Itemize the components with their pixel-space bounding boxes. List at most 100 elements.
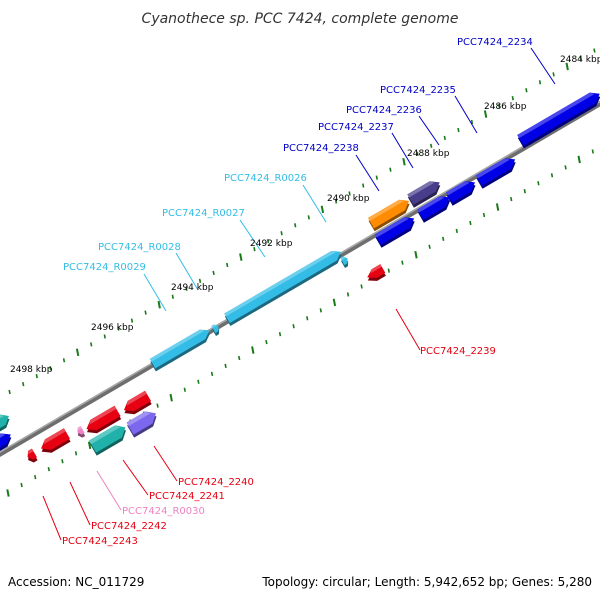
leader-line <box>153 445 178 482</box>
cds-pcc7424-2240 <box>123 390 152 415</box>
tick-mark <box>251 346 255 354</box>
tick-mark <box>306 316 309 321</box>
tick-label: 2492 kbp <box>250 239 293 249</box>
tick-mark <box>47 467 50 472</box>
tick-mark <box>538 80 542 85</box>
tick-mark <box>401 260 404 265</box>
tick-mark <box>292 324 295 329</box>
cds-pcc7424-2235 <box>475 158 516 189</box>
tick-mark <box>183 387 186 392</box>
map-title: Cyanothece sp. PCC 7424, complete genome <box>142 11 459 27</box>
tick-mark <box>20 482 23 488</box>
tick-mark <box>332 298 337 307</box>
tick-labels: 2484 kbp 2486 kbp 2488 kbp 2490 kbp 2492… <box>10 55 600 375</box>
leader-line <box>395 308 421 351</box>
tick-mark <box>414 250 418 259</box>
tick-mark <box>362 183 365 188</box>
tick-mark <box>226 262 229 268</box>
tick-mark <box>525 88 528 93</box>
gene-label: PCC7424_R0027 <box>162 208 245 219</box>
tick-mark <box>498 104 501 109</box>
tick-mark <box>443 135 446 141</box>
tick-mark <box>210 371 214 376</box>
tick-mark <box>307 215 310 220</box>
cds-lavender <box>126 411 157 438</box>
tick-mark <box>495 203 500 211</box>
cds-pcc7424-2238 <box>374 217 415 248</box>
tick-mark <box>280 231 283 236</box>
tick-mark <box>197 379 200 384</box>
tick-mark <box>375 175 378 180</box>
tick-mark <box>74 451 78 456</box>
tick-mark <box>169 393 173 402</box>
gene-label: PCC7424_R0029 <box>63 262 146 273</box>
cds-pcc7424-2243 <box>27 448 38 463</box>
gene-label: PCC7424_2239 <box>420 346 496 357</box>
tick-mark <box>6 489 10 497</box>
cds-pcc7424-2236 <box>446 181 476 206</box>
tick-mark <box>469 220 472 226</box>
trna-pcc7424-r0027 <box>340 256 349 268</box>
tick-mark <box>564 165 567 170</box>
leader-line <box>69 481 91 526</box>
gene-label: PCC7424_R0030 <box>122 506 205 517</box>
tick-mark <box>185 286 188 291</box>
tick-mark <box>49 366 52 371</box>
cds-pcc7424-2242 <box>41 428 71 453</box>
gene-label: PCC7424_R0026 <box>224 173 307 184</box>
tick-mark <box>511 96 514 101</box>
tick-label: 2498 kbp <box>10 365 53 375</box>
leader-line <box>96 470 122 511</box>
tick-dots <box>6 48 596 497</box>
tick-mark <box>75 348 80 357</box>
tick-mark <box>61 459 64 464</box>
tick-label: 2490 kbp <box>327 194 370 204</box>
cds-pcc7424-2237 <box>417 196 451 223</box>
trna-pcc7424-r0029 <box>149 329 211 372</box>
tick-mark <box>278 332 282 337</box>
tick-mark <box>389 167 392 172</box>
trna-pcc7424-r0026 <box>224 250 342 327</box>
tick-mark <box>360 284 363 289</box>
gene-label: PCC7424_2236 <box>346 105 422 116</box>
tick-mark <box>457 127 460 133</box>
cds-pcc7424-2234 <box>517 92 600 149</box>
tick-mark <box>144 310 147 315</box>
tick-mark <box>294 223 297 228</box>
leader-line <box>143 273 167 312</box>
tick-mark <box>552 72 555 77</box>
tick-mark <box>550 173 554 178</box>
tick-mark <box>62 358 66 363</box>
cds-slate <box>407 181 441 208</box>
tick-label: 2484 kbp <box>560 55 600 65</box>
tick-mark <box>157 300 161 309</box>
gene-label: PCC7424_2240 <box>178 477 254 488</box>
gene-features <box>0 92 600 463</box>
tick-mark <box>238 355 241 361</box>
trna-pcc7424-r0028 <box>211 324 220 336</box>
leader-line <box>418 115 440 146</box>
cds-orange <box>367 199 410 232</box>
tick-mark <box>171 294 174 299</box>
tick-mark <box>593 48 596 53</box>
tick-mark <box>319 308 322 313</box>
tick-mark <box>117 326 120 331</box>
leader-line <box>302 184 327 223</box>
tick-mark <box>470 119 474 125</box>
tick-label: 2496 kbp <box>91 323 134 333</box>
tick-mark <box>402 157 406 166</box>
label-leader-lines <box>42 47 556 541</box>
tick-label: 2488 kbp <box>407 149 450 159</box>
gene-label: PCC7424_2237 <box>318 122 394 133</box>
tick-mark <box>253 246 256 252</box>
gene-label: PCC7424_2238 <box>283 143 359 154</box>
tick-mark <box>387 268 390 273</box>
tick-mark <box>130 318 134 323</box>
gene-label: PCC7424_2243 <box>62 536 138 547</box>
cds-teal-edge <box>0 414 10 432</box>
leader-line <box>175 252 199 291</box>
tick-mark <box>266 239 270 244</box>
cds-pcc7424-2239 <box>367 264 386 281</box>
leader-line <box>122 459 149 496</box>
tick-mark <box>346 292 350 297</box>
